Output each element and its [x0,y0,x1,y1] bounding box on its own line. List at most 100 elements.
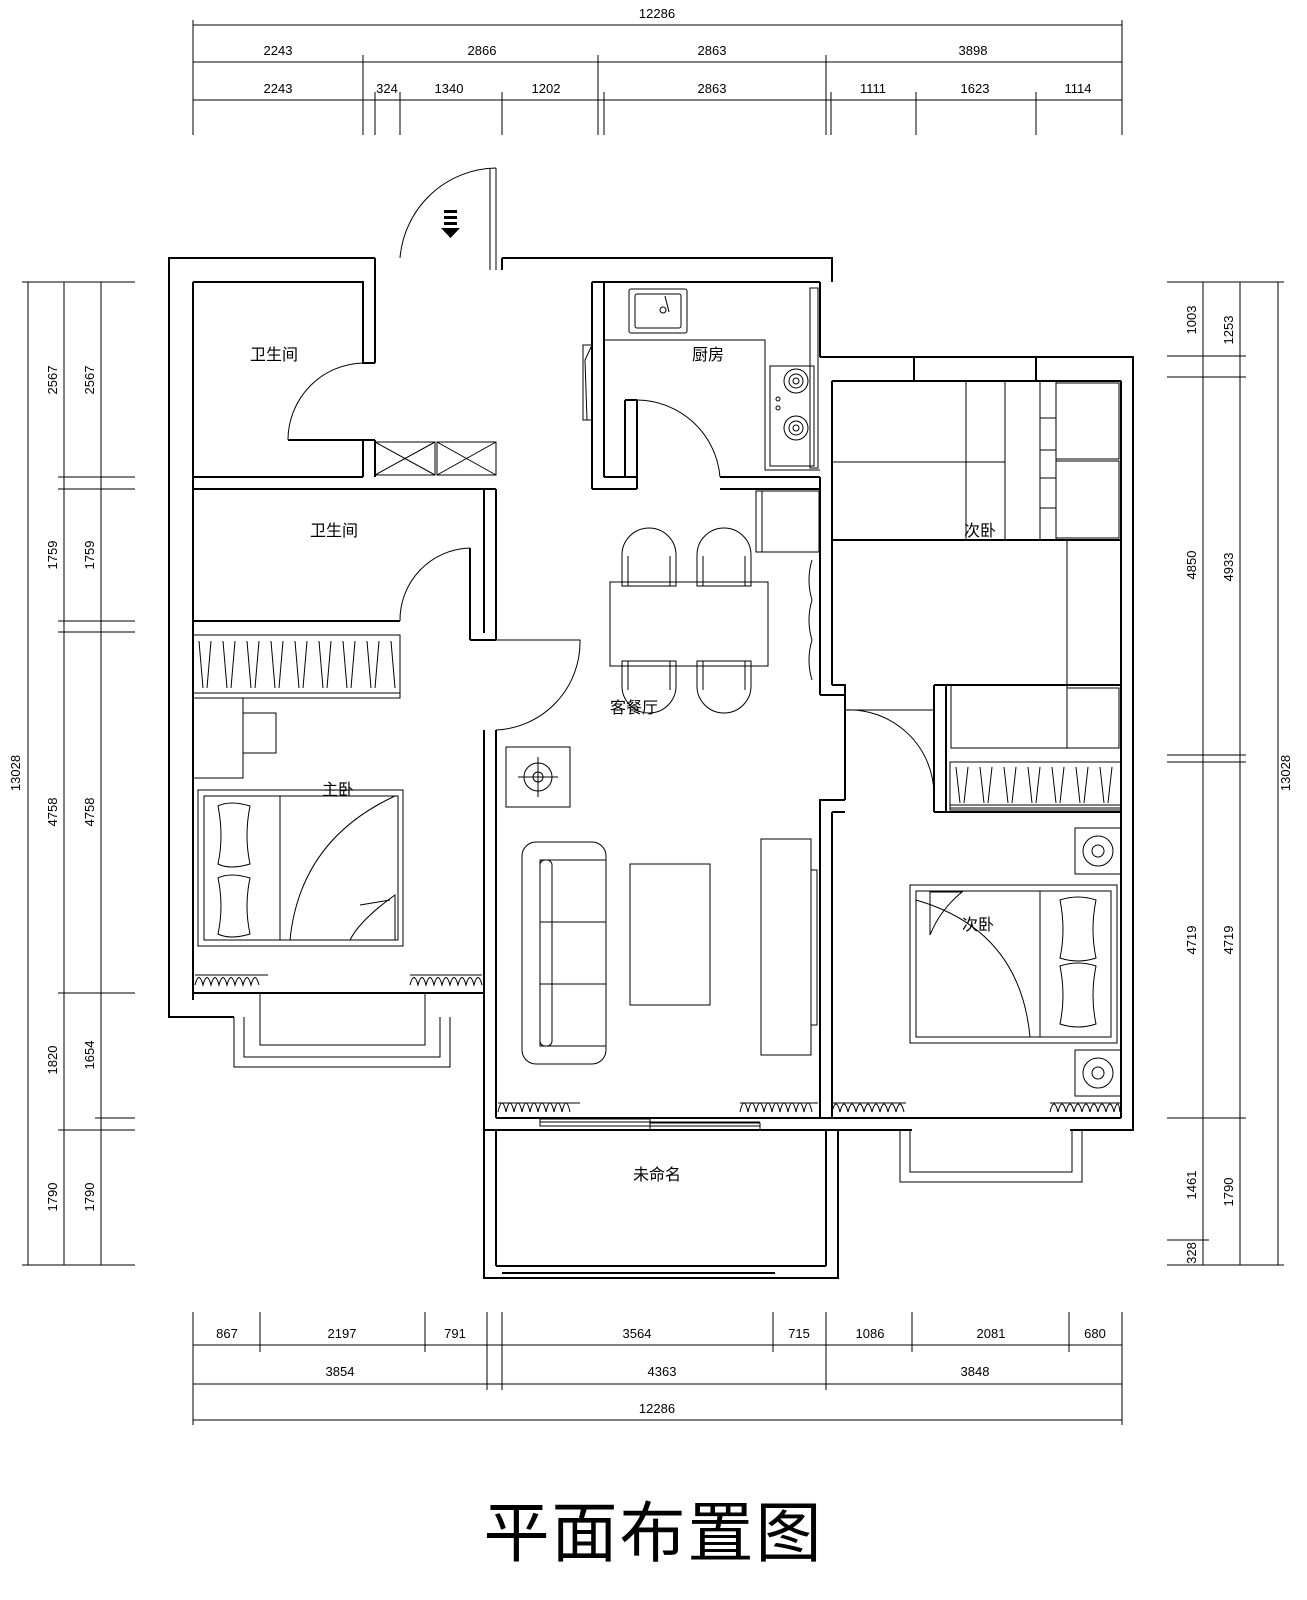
wardrobe-hanger [964,767,968,803]
dining-table [610,528,768,713]
wardrobe-hanger [1052,767,1056,803]
wardrobe-hanger [327,641,331,688]
top-dim: 1202 [532,81,561,96]
room-label-master-bedroom: 主卧 [322,780,354,799]
right-dim: 328 [1184,1242,1199,1264]
top-dimensions: 12286 2243 2866 2863 3898 2243 324 1340 … [193,6,1122,135]
top-dim: 1114 [1065,81,1092,96]
wardrobe-hanger [295,641,299,688]
wardrobe-hanger [980,767,984,803]
master-bed [198,790,403,946]
bottom-dim: 2081 [977,1326,1006,1341]
room-label-second-bedroom: 次卧 [962,915,994,934]
left-dim: 2567 [82,366,97,395]
wardrobe [193,635,400,698]
left-dim: 4758 [45,798,60,827]
left-dim: 1759 [82,541,97,570]
wardrobe-hanger [207,641,211,688]
wardrobe-hanger [1060,767,1064,803]
wardrobe-hanger [271,641,275,688]
wardrobe-hanger [1012,767,1016,803]
bottom-dim: 3854 [326,1364,355,1379]
wardrobe-hanger [1028,767,1032,803]
top-total-dim: 12286 [639,6,675,21]
top-dim: 2863 [698,81,727,96]
left-dim: 1759 [45,541,60,570]
top-dim: 1111 [860,81,886,96]
room-label-kitchen: 厨房 [692,345,724,364]
decor-plant [809,560,812,680]
room-label-unnamed: 未命名 [633,1165,681,1184]
second-bed [910,885,1117,1043]
room-labels: 卫生间 卫生间 厨房 客餐厅 主卧 次卧 次卧 未命名 [250,345,996,1184]
top-dim: 2243 [264,43,293,58]
top-dim: 3898 [959,43,988,58]
left-dim: 1790 [82,1183,97,1212]
wardrobe-hanger [1076,767,1080,803]
right-dim: 1461 [1184,1171,1199,1200]
room-label-living-dining: 客餐厅 [610,698,658,717]
right-dim: 1253 [1221,316,1236,345]
bottom-dim: 715 [788,1326,810,1341]
wardrobe-hanger [351,641,355,688]
right-dim: 4719 [1184,926,1199,955]
lamp-icon [506,747,570,807]
room-label-bathroom: 卫生间 [250,345,298,364]
left-dim: 1820 [45,1046,60,1075]
sofa [522,842,606,1064]
coffee-table [630,864,710,1005]
dining-chair [697,661,751,713]
top-dim: 2243 [264,81,293,96]
dining-chair [697,528,751,586]
bottom-dim: 3564 [623,1326,652,1341]
wardrobe-hanger [956,767,960,803]
wardrobe-hanger [367,641,371,688]
right-dim: 4933 [1221,553,1236,582]
doors [288,168,934,795]
dining-chair [622,661,676,713]
right-total-dim: 13028 [1278,755,1293,791]
cabinet-unit [832,381,1121,748]
curtain [498,1103,818,1112]
bottom-dim: 4363 [648,1364,677,1379]
left-dim: 1790 [45,1183,60,1212]
wardrobe-hanger [391,641,395,688]
wardrobe-hanger [199,641,203,688]
refrigerator [756,491,819,552]
wardrobe [950,762,1121,810]
right-dimensions: 13028 1253 4933 4719 1790 1003 4850 4719… [1167,282,1293,1265]
wardrobe-hanger [343,641,347,688]
stove-burner-icon [776,369,808,440]
room-label-second-bedroom: 次卧 [964,521,996,540]
top-dim: 2866 [468,43,497,58]
top-dim: 1623 [961,81,990,96]
curtain [195,975,482,985]
nightstand [1075,828,1121,1096]
bottom-dim: 3848 [961,1364,990,1379]
wardrobe-hanger [279,641,283,688]
room-label-bathroom: 卫生间 [310,521,358,540]
wardrobe-hanger [319,641,323,688]
top-dim: 2863 [698,43,727,58]
wardrobe-hanger [231,641,235,688]
wardrobe-hanger [223,641,227,688]
left-dim: 2567 [45,366,60,395]
wardrobe-hanger [1004,767,1008,803]
bottom-dim: 680 [1084,1326,1106,1341]
right-dim: 1790 [1221,1178,1236,1207]
windows [234,993,1082,1182]
left-dimensions: 13028 2567 1759 4758 1820 1790 2567 1759… [8,282,135,1265]
wardrobe-hanger [988,767,992,803]
tv-cabinet [761,839,817,1055]
desk [193,698,276,778]
kitchen-counter [583,288,820,470]
wardrobe-hanger [303,641,307,688]
pillow-icon [1060,897,1096,1027]
left-dim: 4758 [82,798,97,827]
wardrobe-hanger [255,641,259,688]
curtain [832,1103,1120,1112]
furniture [193,288,1121,1112]
right-dim: 4719 [1221,926,1236,955]
right-dim: 4850 [1184,551,1199,580]
